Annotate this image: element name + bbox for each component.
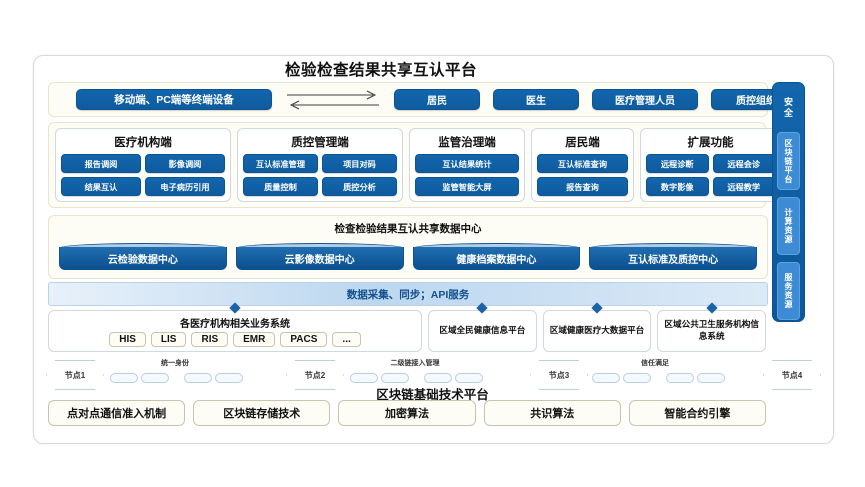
chip-remote-teaching[interactable]: 远程教学 (712, 177, 775, 196)
tech-box-storage[interactable]: 区块链存储技术 (193, 400, 331, 426)
source-systems-row: 各医疗机构相关业务系统 HIS LIS RIS EMR PACS ... 区域全… (48, 302, 767, 352)
chip-quality-control[interactable]: 质量控制 (243, 177, 318, 196)
chain-links-2 (350, 373, 483, 383)
chain-link (623, 373, 651, 383)
chain-link (666, 373, 694, 383)
system-box-hospital-systems: 各医疗机构相关业务系统 HIS LIS RIS EMR PACS ... (48, 302, 422, 352)
chip-emr-reference[interactable]: 电子病历引用 (145, 177, 225, 196)
chain-link (424, 373, 452, 383)
chain-node-4[interactable]: 节点4 (763, 360, 821, 390)
sidebar-item-service-resource[interactable]: 服务资源 (777, 262, 800, 320)
chip-item-mapping[interactable]: 项目对码 (322, 154, 397, 173)
role-button-medical-manager[interactable]: 医疗管理人员 (592, 89, 698, 110)
data-center-band: 检查检验结果互认共享数据中心 云检验数据中心 云影像数据中心 健康档案数据中心 … (48, 215, 768, 279)
cylinder-health-record[interactable]: 健康档案数据中心 (412, 243, 581, 270)
system-label: 区域健康医疗大数据平台 (549, 325, 645, 336)
chain-node-2[interactable]: 节点2 (286, 360, 344, 390)
blockchain-node-chain: 节点1 节点2 节点3 节点4 统一身份 二级链接入管理 信任满足 (40, 360, 825, 390)
cylinder-cloud-imaging[interactable]: 云影像数据中心 (235, 243, 404, 270)
chip-remote-diagnosis[interactable]: 远程诊断 (646, 154, 709, 173)
role-button-resident[interactable]: 居民 (394, 89, 480, 110)
chip-qc-analysis[interactable]: 质控分析 (322, 177, 397, 196)
chain-link (455, 373, 483, 383)
module-header: 医疗机构端 (114, 137, 172, 149)
tag-emr[interactable]: EMR (233, 332, 276, 347)
system-label: 区域公共卫生服务机构信息系统 (664, 319, 759, 341)
tag-ris[interactable]: RIS (191, 332, 229, 347)
tech-box-consensus[interactable]: 共识算法 (483, 400, 621, 426)
tech-box-smart-contract[interactable]: 智能合约引擎 (628, 400, 767, 426)
tag-more[interactable]: ... (332, 332, 361, 347)
chain-label-identity: 统一身份 (161, 360, 189, 367)
tech-box-encryption[interactable]: 加密算法 (338, 400, 476, 426)
module-extended-functions: 扩展功能 远程诊断 远程会诊 数字影像 远程教学 (640, 128, 781, 202)
chip-remote-consultation[interactable]: 远程会诊 (712, 154, 775, 173)
chip-report-lookup[interactable]: 报告查询 (537, 177, 628, 196)
system-box-public-health-system[interactable]: 区域公共卫生服务机构信息系统 (657, 302, 767, 352)
cylinder-label: 健康档案数据中心 (412, 247, 581, 270)
chain-link (697, 373, 725, 383)
api-service-band: 数据采集、同步；API服务 (48, 282, 768, 306)
chip-standard-management[interactable]: 互认标准管理 (243, 154, 318, 173)
system-header: 各医疗机构相关业务系统 (180, 319, 290, 330)
right-sidebar: 安全 区块链平台 计算资源 服务资源 (772, 82, 805, 322)
sidebar-title-security: 安全 (783, 97, 793, 119)
chain-links-1 (110, 373, 243, 383)
blockchain-tech-row: 点对点通信准入机制 区块链存储技术 加密算法 共识算法 智能合约引擎 (48, 400, 767, 426)
chip-image-query[interactable]: 影像调阅 (145, 154, 225, 173)
blockchain-platform-title: 区块链基础技术平台 (376, 388, 489, 402)
cylinder-label: 互认标准及质控中心 (589, 247, 757, 270)
module-header: 监管治理端 (438, 137, 496, 149)
chip-digital-imaging[interactable]: 数字影像 (646, 177, 709, 196)
chip-standard-lookup[interactable]: 互认标准查询 (537, 154, 628, 173)
chain-link (110, 373, 138, 383)
chain-link (381, 373, 409, 383)
system-box-health-info-platform[interactable]: 区域全民健康信息平台 (428, 302, 537, 352)
chain-label-trust: 信任满足 (641, 360, 669, 367)
system-label: 区域全民健康信息平台 (439, 325, 526, 336)
chip-result-mutual-recognition[interactable]: 结果互认 (61, 177, 141, 196)
cylinder-standard-qc[interactable]: 互认标准及质控中心 (589, 243, 757, 270)
chip-result-statistics[interactable]: 互认结果统计 (415, 154, 519, 173)
tag-lis[interactable]: LIS (150, 332, 187, 347)
module-header: 扩展功能 (687, 137, 734, 149)
bidirectional-arrows-icon (287, 90, 379, 110)
chain-link (592, 373, 620, 383)
tech-box-p2p-access[interactable]: 点对点通信准入机制 (48, 400, 186, 426)
modules-band: 医疗机构端 报告调阅 影像调阅 结果互认 电子病历引用 质控管理端 互认标准管理… (48, 122, 781, 208)
module-header: 质控管理端 (291, 137, 349, 149)
chain-node-3[interactable]: 节点3 (530, 360, 588, 390)
chain-node-1[interactable]: 节点1 (46, 360, 104, 390)
cylinder-cloud-lab[interactable]: 云检验数据中心 (59, 243, 227, 270)
chain-link (215, 373, 243, 383)
chip-report-query[interactable]: 报告调阅 (61, 154, 141, 173)
data-center-title: 检查检验结果互认共享数据中心 (334, 223, 482, 235)
users-band: 移动端、PC端等终端设备 居民 医生 医疗管理人员 质控组织 (48, 82, 801, 117)
tag-pacs[interactable]: PACS (280, 332, 328, 347)
sidebar-item-compute-resource[interactable]: 计算资源 (777, 197, 800, 255)
module-quality-control: 质控管理端 互认标准管理 项目对码 质量控制 质控分析 (237, 128, 403, 202)
chain-links-3 (592, 373, 725, 383)
chain-link (141, 373, 169, 383)
module-resident: 居民端 互认标准查询 报告查询 (531, 128, 634, 202)
chain-link (184, 373, 212, 383)
module-header: 居民端 (565, 137, 600, 149)
page-title: 检验检查结果共享互认平台 (284, 62, 477, 79)
system-box-bigdata-platform[interactable]: 区域健康医疗大数据平台 (542, 302, 652, 352)
cylinder-label: 云影像数据中心 (235, 247, 404, 270)
chain-link (350, 373, 378, 383)
module-supervision: 监管治理端 互认结果统计 监管智能大屏 (409, 128, 525, 202)
module-medical-institution: 医疗机构端 报告调阅 影像调阅 结果互认 电子病历引用 (55, 128, 231, 202)
role-button-doctor[interactable]: 医生 (493, 89, 579, 110)
terminal-devices-button[interactable]: 移动端、PC端等终端设备 (76, 89, 272, 110)
tag-his[interactable]: HIS (109, 332, 146, 347)
chain-label-subchain-access: 二级链接入管理 (390, 360, 440, 367)
sidebar-item-blockchain-platform[interactable]: 区块链平台 (777, 132, 800, 190)
chip-supervision-dashboard[interactable]: 监管智能大屏 (415, 177, 519, 196)
data-center-cylinders: 云检验数据中心 云影像数据中心 健康档案数据中心 互认标准及质控中心 (59, 243, 757, 270)
cylinder-label: 云检验数据中心 (59, 247, 227, 270)
